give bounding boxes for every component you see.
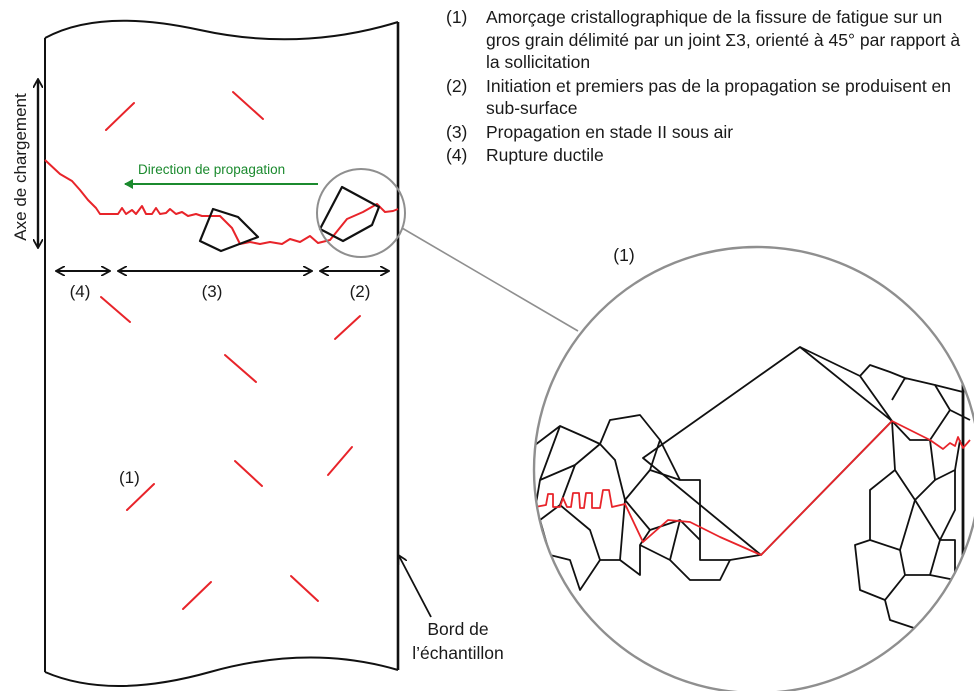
slip-marker	[224, 354, 257, 383]
zoom-view: (1)	[532, 245, 974, 691]
legend-number: (4)	[446, 145, 468, 165]
slip-marker	[232, 91, 264, 120]
grain-outline	[318, 185, 381, 243]
crack-path	[44, 159, 399, 245]
slip-marker	[182, 581, 212, 610]
legend-number: (1)	[446, 7, 468, 27]
specimen-bottom-wave	[44, 656, 399, 687]
slip-marker	[100, 296, 131, 323]
legend-text: Propagation en stade II sous air	[486, 121, 734, 142]
specimen-left-edge	[44, 19, 399, 41]
specimen	[44, 19, 400, 687]
magnify-circle	[316, 168, 406, 258]
edge-label-line2: l’échantillon	[412, 643, 503, 663]
edge-label-line1: Bord de	[427, 619, 488, 639]
specimen-grains	[198, 185, 381, 253]
zoom-circle	[532, 245, 974, 691]
zoom-title: (1)	[613, 245, 634, 265]
legend-item-1: (1) Amorçage cristallographique de la fi…	[446, 6, 966, 74]
legend-text: Initiation et premiers pas de la propaga…	[486, 75, 952, 119]
legend-number: (2)	[446, 75, 468, 96]
zone-2-label: (2)	[350, 282, 371, 301]
legend-text: Amorçage cristallographique de la fissur…	[486, 7, 961, 72]
legend-item-4: (4) Rupture ductile	[446, 144, 966, 167]
slip-marker	[327, 446, 353, 476]
propagation-direction-label: Direction de propagation	[138, 162, 285, 177]
slip-marker	[234, 460, 263, 487]
zone-4-label: (4)	[70, 282, 91, 301]
slip-marker	[334, 315, 361, 340]
slip-marker	[126, 483, 155, 511]
zoom-connector	[401, 227, 579, 332]
edge-pointer-arrow	[399, 556, 432, 618]
slip-marker	[290, 575, 319, 602]
slip-marker	[105, 102, 135, 131]
site-1-label: (1)	[119, 468, 140, 487]
legend-item-2: (2) Initiation et premiers pas de la pro…	[446, 75, 966, 120]
legend-number: (3)	[446, 121, 468, 142]
legend-text: Rupture ductile	[486, 145, 604, 165]
zoom-grain-network	[534, 346, 971, 631]
slip-markers	[100, 91, 361, 610]
legend-item-3: (3) Propagation en stade II sous air	[446, 121, 966, 144]
grain-outline	[198, 207, 260, 253]
zoom-crack-path	[534, 420, 971, 556]
loading-axis-label: Axe de chargement	[11, 93, 30, 241]
legend-list: (1) Amorçage cristallographique de la fi…	[446, 6, 966, 168]
zone-3-label: (3)	[202, 282, 223, 301]
